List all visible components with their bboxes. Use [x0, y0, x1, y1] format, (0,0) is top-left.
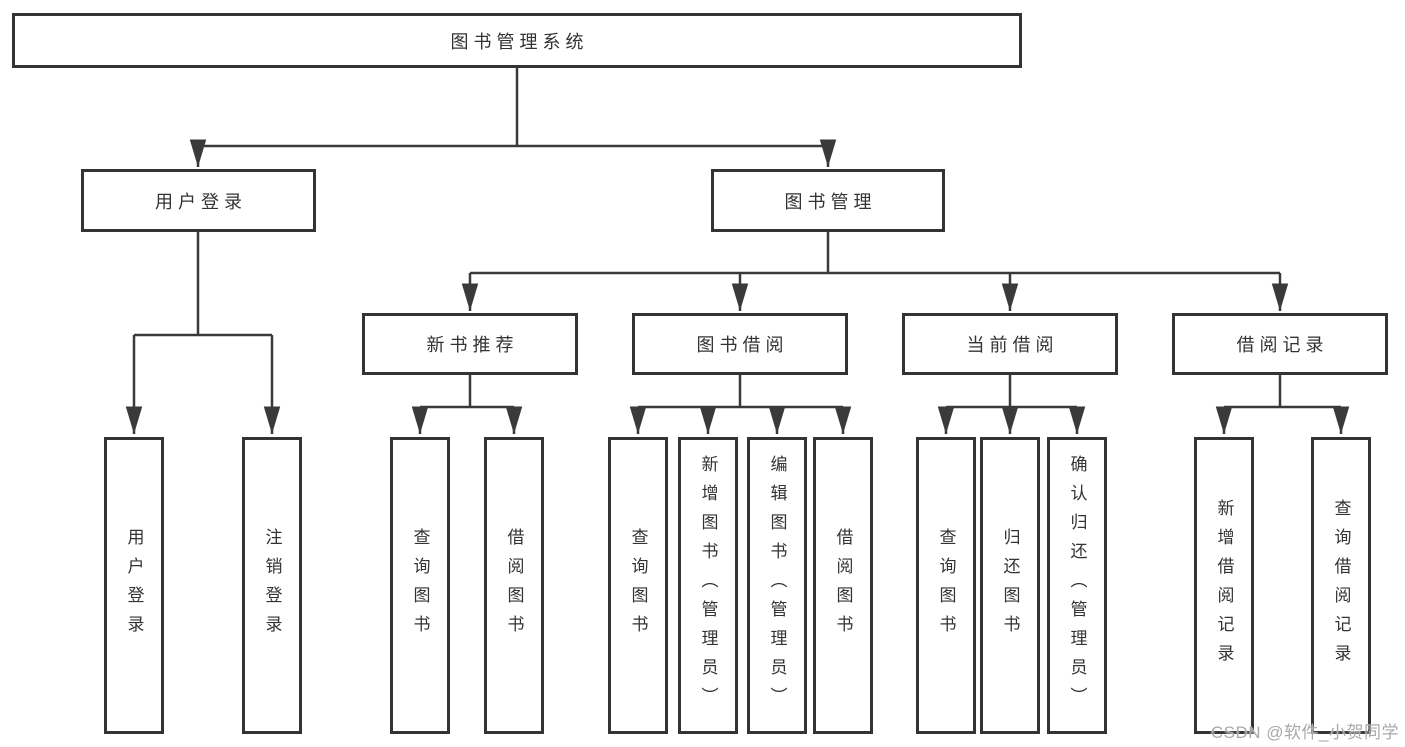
node-current-borrowing-label: 当前借阅 — [966, 335, 1059, 355]
leaf-cb-query-books: 查询图书 — [916, 437, 976, 734]
leaf-user-login-label: 用户登录 — [124, 527, 144, 644]
leaf-bb-borrow-books-label: 借阅图书 — [833, 527, 853, 644]
leaf-bb-edit-books-admin-label: 编辑图书（管理员） — [767, 455, 787, 716]
node-root: 图书管理系统 — [12, 13, 1022, 68]
leaf-bb-edit-books-admin: 编辑图书（管理员） — [747, 437, 807, 734]
node-new-book-recommend-label: 新书推荐 — [426, 335, 519, 355]
leaf-br-add-record: 新增借阅记录 — [1194, 437, 1254, 734]
leaf-br-add-record-label: 新增借阅记录 — [1214, 498, 1234, 673]
leaf-rec-borrow-books: 借阅图书 — [484, 437, 544, 734]
leaf-bb-borrow-books: 借阅图书 — [813, 437, 873, 734]
leaf-bb-query-books: 查询图书 — [608, 437, 668, 734]
leaf-cb-confirm-return-admin-label: 确认归还（管理员） — [1067, 455, 1087, 716]
leaf-br-query-record: 查询借阅记录 — [1311, 437, 1371, 734]
node-borrowing-records: 借阅记录 — [1172, 313, 1388, 375]
node-user-login: 用户登录 — [81, 169, 316, 232]
leaf-rec-query-books-label: 查询图书 — [410, 527, 430, 644]
connector-user-login-trunk — [134, 232, 272, 337]
connector-current-borrowing-trunk — [946, 375, 1077, 409]
connector-new-book-recommend-trunk — [420, 375, 514, 409]
node-book-management-label: 图书管理 — [784, 191, 877, 212]
node-user-login-label: 用户登录 — [155, 191, 247, 212]
leaf-bb-query-books-label: 查询图书 — [628, 527, 648, 644]
leaf-user-login: 用户登录 — [104, 437, 164, 734]
csdn-watermark: CSDN @软件_小贺同学 — [1210, 723, 1399, 742]
connector-book-management-trunk — [470, 232, 1280, 275]
node-book-borrowing: 图书借阅 — [632, 313, 848, 375]
leaf-logout: 注销登录 — [242, 437, 302, 734]
connector-root-trunk — [198, 68, 828, 148]
node-book-borrowing-label: 图书借阅 — [696, 335, 789, 355]
connector-book-borrowing-trunk — [638, 375, 843, 409]
node-root-label: 图书管理系统 — [450, 31, 589, 52]
leaf-bb-add-books-admin: 新增图书（管理员） — [678, 437, 738, 734]
leaf-bb-add-books-admin-label: 新增图书（管理员） — [698, 455, 718, 716]
node-new-book-recommend: 新书推荐 — [362, 313, 578, 375]
leaf-cb-return-books: 归还图书 — [980, 437, 1040, 734]
node-borrowing-records-label: 借阅记录 — [1236, 335, 1329, 355]
leaf-cb-confirm-return-admin: 确认归还（管理员） — [1047, 437, 1107, 734]
leaf-br-query-record-label: 查询借阅记录 — [1331, 498, 1351, 673]
leaf-cb-return-books-label: 归还图书 — [1000, 527, 1020, 644]
leaf-cb-query-books-label: 查询图书 — [936, 527, 956, 644]
leaf-logout-label: 注销登录 — [262, 527, 282, 644]
connector-borrowing-records-trunk — [1224, 375, 1341, 409]
leaf-rec-query-books: 查询图书 — [390, 437, 450, 734]
node-book-management: 图书管理 — [711, 169, 945, 232]
leaf-rec-borrow-books-label: 借阅图书 — [504, 527, 524, 644]
node-current-borrowing: 当前借阅 — [902, 313, 1118, 375]
